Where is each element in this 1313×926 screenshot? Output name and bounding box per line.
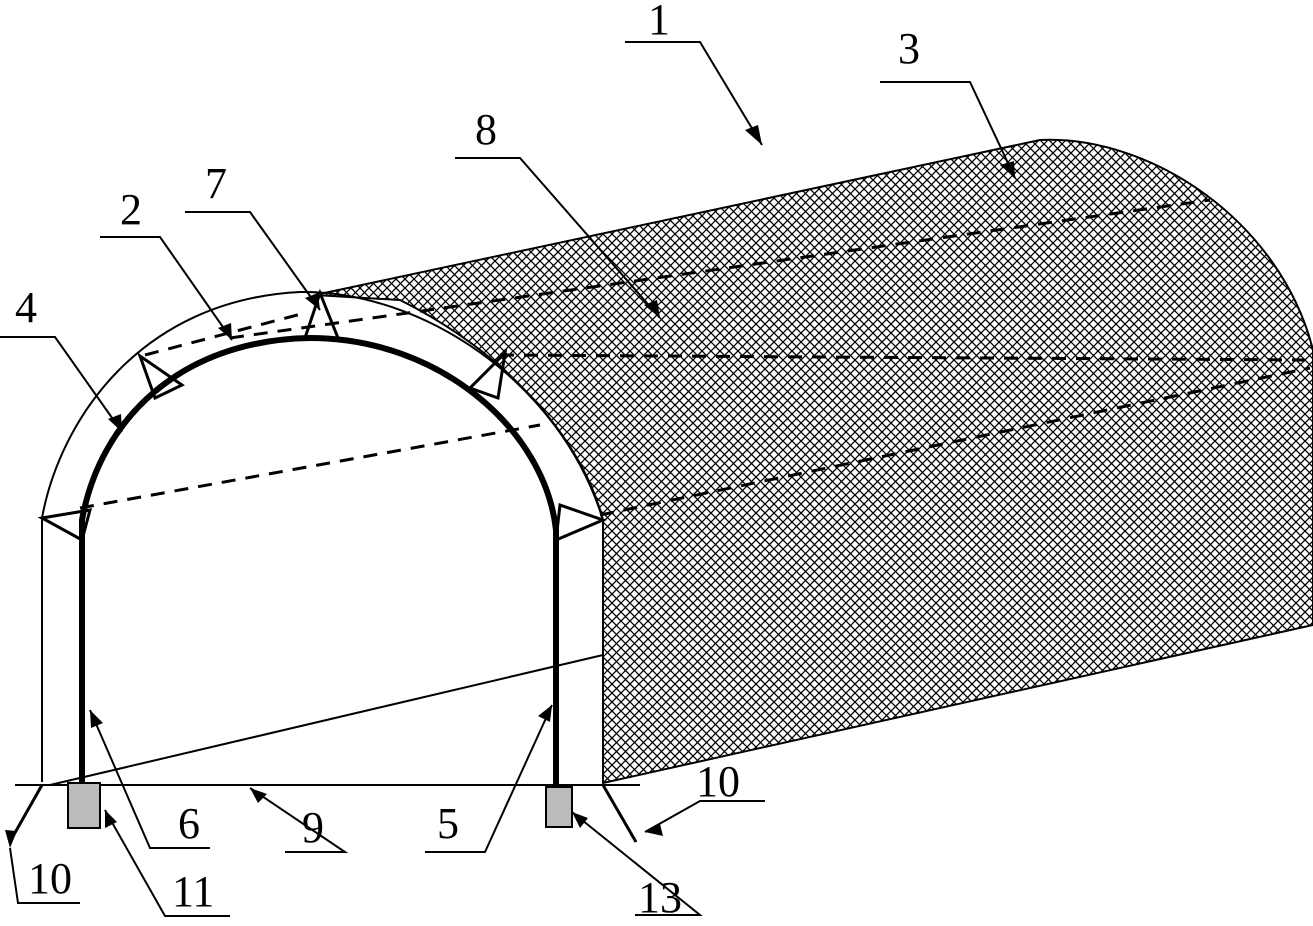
brace-top bbox=[302, 288, 341, 340]
label-8: 8 bbox=[475, 105, 497, 154]
brace-right bbox=[554, 502, 608, 543]
dashed-line-right bbox=[599, 366, 1311, 517]
label-1: 1 bbox=[648, 0, 670, 44]
label-3: 3 bbox=[898, 24, 920, 73]
brace-upper-left bbox=[137, 352, 185, 401]
label-5: 5 bbox=[437, 799, 459, 848]
inner-arch-support bbox=[79, 334, 559, 784]
drain-right bbox=[601, 784, 638, 843]
arrowheads bbox=[5, 125, 1015, 848]
dashed-line-middle bbox=[499, 353, 1311, 362]
outer-shell-profile bbox=[41, 290, 604, 783]
dashed-line-upper bbox=[229, 198, 1211, 340]
drain-left bbox=[10, 784, 44, 839]
label-4: 4 bbox=[15, 283, 37, 332]
footing-left bbox=[67, 782, 101, 829]
dashed-line-left bbox=[79, 423, 541, 510]
label-10-right: 10 bbox=[696, 757, 740, 806]
label-2: 2 bbox=[120, 185, 142, 234]
label-6: 6 bbox=[178, 799, 200, 848]
mesh-lining bbox=[314, 138, 1313, 785]
label-10-left: 10 bbox=[28, 854, 72, 903]
label-9: 9 bbox=[302, 803, 324, 852]
label-13: 13 bbox=[638, 873, 682, 922]
brace-upper-right bbox=[467, 348, 508, 401]
floor-edge bbox=[49, 654, 604, 786]
label-11: 11 bbox=[172, 867, 214, 916]
label-7: 7 bbox=[205, 159, 227, 208]
leader-lines bbox=[0, 41, 1016, 917]
brace-left bbox=[37, 508, 93, 543]
footing-right bbox=[545, 786, 573, 828]
